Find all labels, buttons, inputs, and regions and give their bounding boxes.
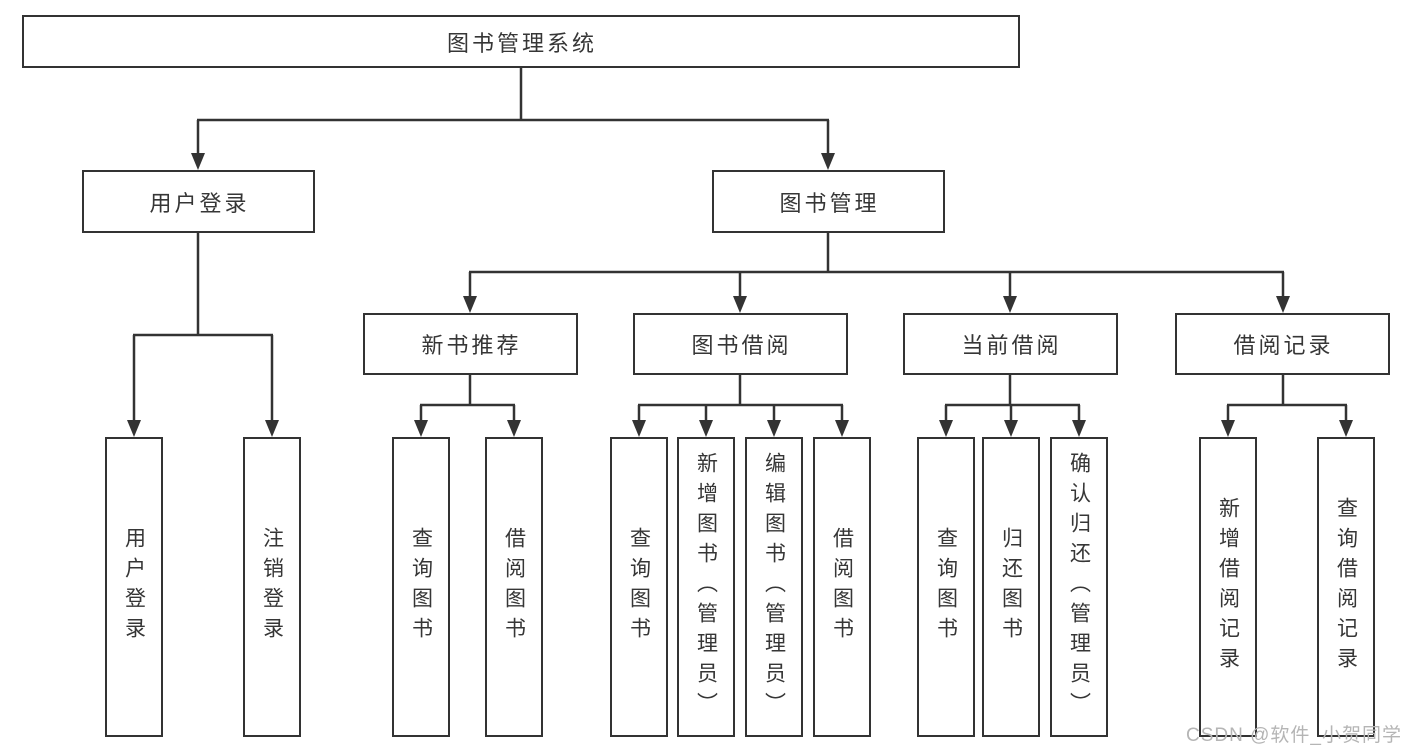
leaf-return-book: 归还图书 — [982, 437, 1040, 737]
leaf-add-borrow-record: 新增借阅记录 — [1199, 437, 1257, 737]
node-new-book-recommendation: 新书推荐 — [363, 313, 578, 375]
edge-borrow-records-to-leaves — [1221, 375, 1353, 437]
node-user-login-label: 用户登录 — [149, 190, 250, 216]
leaf-confirm-return-label: 确认归还（管理员） — [1067, 452, 1091, 722]
leaf-user-login-label: 用户登录 — [122, 527, 146, 647]
node-root: 图书管理系统 — [22, 15, 1020, 68]
leaf-query-borrow-record: 查询借阅记录 — [1317, 437, 1375, 737]
edge-book-borrow-to-leaves — [632, 375, 849, 437]
node-book-borrowing-label: 图书借阅 — [691, 333, 792, 358]
leaf-confirm-return-admin: 确认归还（管理员） — [1050, 437, 1108, 737]
leaf-borrow-book-a-label: 借阅图书 — [502, 527, 526, 647]
node-book-management-label: 图书管理 — [779, 190, 880, 216]
leaf-logout: 注销登录 — [243, 437, 301, 737]
leaf-logout-label: 注销登录 — [260, 527, 284, 647]
leaf-edit-book-admin: 编辑图书（管理员） — [745, 437, 803, 737]
leaf-add-book-label: 新增图书（管理员） — [694, 452, 718, 722]
node-book-management: 图书管理 — [712, 170, 945, 233]
leaf-query-book-under-borrowing: 查询图书 — [610, 437, 668, 737]
leaf-borrow-book-under-borrowing: 借阅图书 — [813, 437, 871, 737]
leaf-query-book-b-label: 查询图书 — [627, 527, 651, 647]
node-current-borrowing-label: 当前借阅 — [961, 333, 1062, 358]
leaf-query-book-under-recommendation: 查询图书 — [392, 437, 450, 737]
leaf-add-book-admin: 新增图书（管理员） — [677, 437, 735, 737]
csdn-watermark: CSDN @软件_小贺同学 — [1186, 725, 1402, 746]
leaf-query-book-under-current: 查询图书 — [917, 437, 975, 737]
leaf-query-borrow-record-label: 查询借阅记录 — [1334, 497, 1358, 677]
edge-book-mgmt-to-level3 — [463, 233, 1290, 313]
leaf-borrow-book-under-recommendation: 借阅图书 — [485, 437, 543, 737]
node-borrowing-records-label: 借阅记录 — [1233, 333, 1334, 358]
leaf-query-book-c-label: 查询图书 — [934, 527, 958, 647]
leaf-return-book-label: 归还图书 — [999, 527, 1023, 647]
edge-user-login-to-leaves — [127, 233, 279, 437]
node-current-borrowing: 当前借阅 — [903, 313, 1118, 375]
leaf-query-book-a-label: 查询图书 — [409, 527, 433, 647]
leaf-user-login: 用户登录 — [105, 437, 163, 737]
leaf-add-borrow-record-label: 新增借阅记录 — [1216, 497, 1240, 677]
node-user-login: 用户登录 — [82, 170, 315, 233]
node-root-label: 图书管理系统 — [446, 30, 597, 56]
node-borrowing-records: 借阅记录 — [1175, 313, 1390, 375]
node-book-borrowing: 图书借阅 — [633, 313, 848, 375]
edge-new-book-rec-to-leaves — [414, 375, 521, 437]
node-new-book-recommendation-label: 新书推荐 — [421, 333, 522, 358]
leaf-borrow-book-b-label: 借阅图书 — [830, 527, 854, 647]
edge-current-borrow-to-leaves — [939, 375, 1086, 437]
leaf-edit-book-label: 编辑图书（管理员） — [762, 452, 786, 722]
edge-root-to-level2 — [191, 68, 835, 170]
